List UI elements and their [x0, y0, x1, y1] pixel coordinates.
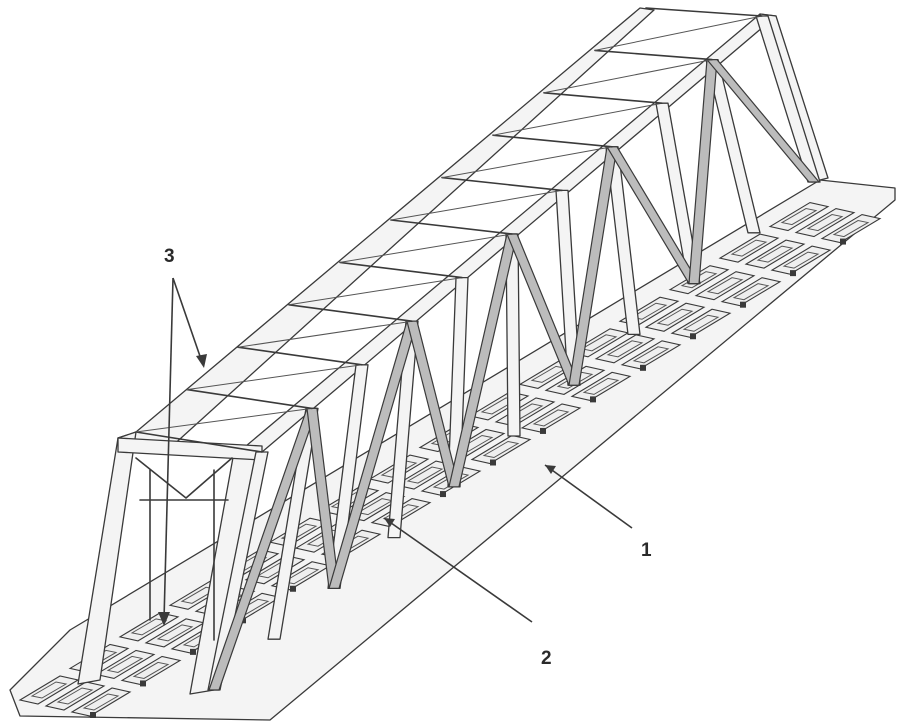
- top-cross-beam: [390, 219, 513, 235]
- platform-foot: [440, 491, 446, 498]
- truss-verticals: [207, 15, 821, 691]
- slab-cutout: [706, 277, 744, 295]
- top-diagonal-brace: [543, 59, 713, 94]
- arrow-2: [384, 518, 395, 527]
- slab-cutout: [732, 283, 770, 301]
- leader-1: [544, 464, 633, 529]
- top-diagonal-brace: [492, 102, 663, 136]
- top-cross-beam: [441, 176, 563, 192]
- callout-label-3: 3: [164, 246, 175, 267]
- slab-cutout: [406, 466, 444, 484]
- slab-cutout: [632, 346, 670, 364]
- slab-cutout: [780, 208, 818, 226]
- top-diagonal-brace: [186, 364, 363, 391]
- top-diagonal-brace: [135, 407, 313, 433]
- slab-cutout: [730, 239, 768, 257]
- callout-label-2: 2: [541, 648, 552, 669]
- platform-foot: [140, 680, 146, 687]
- slab-cutout: [30, 681, 68, 699]
- truss-frame: [77, 7, 829, 695]
- top-cross-beam: [543, 92, 663, 104]
- truss-vertical: [447, 276, 469, 488]
- platform-foot: [690, 333, 696, 340]
- arrow-3b: [158, 612, 170, 626]
- platform-foot: [790, 270, 796, 277]
- leader-3b: [163, 277, 174, 621]
- top-cross-beam: [594, 49, 713, 61]
- top-cross-beam: [288, 303, 413, 323]
- leader-3a: [172, 277, 203, 363]
- top-cross-beam: [237, 346, 363, 366]
- truss-vertical: [327, 364, 369, 590]
- top-diagonal-brace: [237, 320, 413, 348]
- callout-leaders: [158, 277, 633, 626]
- slab-cutout: [580, 334, 618, 352]
- slab-cutout: [132, 661, 170, 679]
- top-cross-beam: [645, 7, 763, 17]
- portal-left-post: [77, 431, 137, 685]
- platform-foot: [290, 585, 296, 592]
- slab-cutout: [782, 251, 820, 269]
- slab-cutout: [806, 214, 844, 232]
- slab-cutout: [282, 567, 320, 585]
- truss-diagonals: [208, 58, 820, 691]
- top-bracing: [135, 7, 763, 453]
- leader-2: [383, 517, 533, 623]
- slab-cutout: [482, 440, 520, 459]
- platform-foot: [90, 712, 96, 718]
- slab-cutout: [582, 377, 620, 395]
- slab-cutout: [56, 687, 94, 705]
- platform-foot: [190, 648, 196, 655]
- top-diagonal-brace: [594, 15, 763, 51]
- top-diagonal-brace: [441, 146, 613, 179]
- platform-foot: [640, 364, 646, 371]
- slab-cutout: [532, 409, 570, 427]
- platform-foot: [540, 427, 546, 434]
- slab-cutout: [656, 308, 694, 326]
- top-cross-beam: [492, 134, 613, 148]
- top-cross-beam: [186, 388, 313, 410]
- portal-bracing: [135, 457, 233, 641]
- platform-foot: [590, 396, 596, 403]
- top-cross-beam: [135, 431, 263, 453]
- top-cross-beam: [339, 261, 463, 279]
- slab-cutout: [832, 220, 870, 238]
- top-diagonal-brace: [339, 233, 513, 263]
- truss-vertical: [555, 189, 581, 386]
- truss-vertical: [755, 15, 821, 183]
- slab-cutout: [756, 245, 794, 263]
- callout-label-1: 1: [641, 540, 652, 561]
- platform-foot: [840, 238, 846, 245]
- slab-cutout: [606, 340, 644, 358]
- slab-cutout: [82, 693, 120, 711]
- platform-foot: [740, 301, 746, 308]
- slab-cutout: [156, 624, 194, 642]
- truss-vertical: [655, 102, 701, 285]
- slab-cutout: [682, 314, 720, 332]
- truss-diagonal: [706, 58, 820, 183]
- platform-foot: [490, 459, 496, 466]
- arrow-3a: [196, 354, 207, 368]
- truss-vertical: [207, 451, 269, 691]
- arrow-1: [545, 465, 556, 474]
- top-diagonal-brace: [288, 277, 463, 306]
- top-diagonal-brace: [390, 189, 563, 221]
- slab-cutout: [106, 655, 144, 673]
